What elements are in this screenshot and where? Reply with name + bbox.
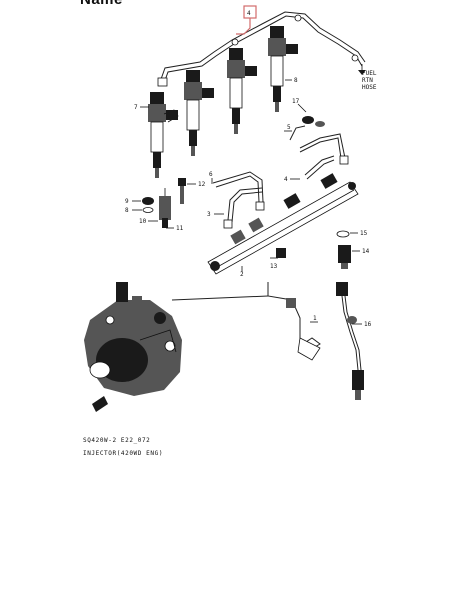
injector-4[interactable]: [268, 26, 298, 112]
injection-pipe-5[interactable]: [289, 116, 349, 165]
callout-9: 9: [125, 198, 129, 205]
high-pressure-pipe[interactable]: [171, 282, 321, 361]
callout-6: 6: [209, 171, 213, 178]
rail-pressure-sensor[interactable]: [336, 230, 351, 269]
note-line-2: RTN: [362, 77, 373, 84]
callout-4: 4: [284, 176, 288, 183]
note-line-1: FUEL: [362, 70, 377, 77]
callout-2: 2: [240, 271, 244, 278]
callout-7: 7: [134, 104, 138, 111]
callout-14: 14: [362, 248, 370, 255]
pump-gasket[interactable]: [92, 396, 108, 412]
injector-clamp[interactable]: [142, 188, 171, 228]
callout-13: 13: [270, 263, 278, 270]
injector-3[interactable]: [227, 48, 257, 134]
callout-11: 11: [176, 225, 184, 232]
note-line-3: HOSE: [362, 84, 377, 91]
fuel-pump[interactable]: [84, 282, 182, 396]
injection-pipe-3[interactable]: [223, 187, 263, 229]
injection-pipe-7[interactable]: [304, 155, 335, 180]
callout-3: 3: [207, 211, 211, 218]
mounting-bolt[interactable]: [178, 178, 186, 204]
injector-2[interactable]: [184, 70, 214, 156]
callout-16: 16: [364, 321, 372, 328]
common-rail[interactable]: [207, 173, 359, 275]
callout-15: 15: [360, 230, 368, 237]
callout-5: 5: [287, 124, 291, 131]
highlight-callout-4[interactable]: [236, 5, 257, 35]
wiring-harness[interactable]: [336, 282, 364, 400]
page-title-partial: Name: [80, 0, 123, 8]
fuel-return-pipe[interactable]: [157, 11, 366, 87]
callout-8: 8: [125, 207, 129, 214]
fuel-return-arrow: [358, 64, 366, 75]
callout-8-right: 8: [294, 77, 298, 84]
callout-10: 10: [139, 218, 147, 225]
callout-4-top: 4: [247, 10, 251, 17]
callout-17: 17: [292, 98, 300, 105]
injector-1[interactable]: [148, 92, 179, 178]
diagram-title: INJECTOR(420WD ENG): [83, 450, 164, 457]
callout-12: 12: [198, 181, 206, 188]
callout-1: 1: [313, 315, 317, 322]
diagram-code: SQ420W-2 E22_072: [83, 437, 151, 444]
